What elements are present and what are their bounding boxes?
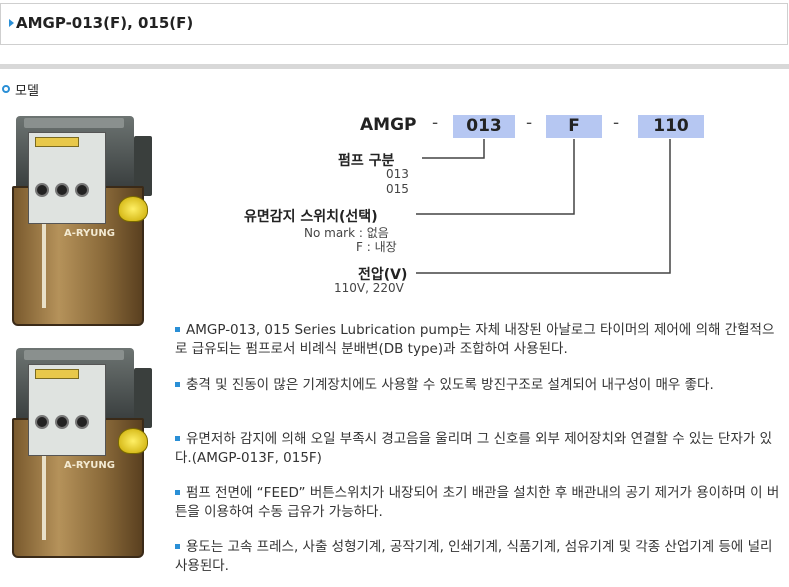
feature-text: 용도는 고속 프레스, 사출 성형기계, 공작기계, 인쇄기계, 식품기계, 섬… xyxy=(175,539,773,574)
code-box-pump-type: 013 xyxy=(453,115,515,138)
pump-logo-plate xyxy=(35,369,79,379)
pump-brand-text: A-RYUNG xyxy=(64,460,115,471)
connector-line-level-switch xyxy=(416,139,575,215)
pump-dial-icon xyxy=(35,415,49,429)
pump-control-panel xyxy=(28,364,106,456)
pump-brand-text: A-RYUNG xyxy=(64,228,115,239)
voltage-values: 110V, 220V xyxy=(334,281,404,295)
feature-paragraph-2: 충격 및 진동이 많은 기계장치에도 사용할 수 있도록 방진구조로 설계되어 … xyxy=(175,376,781,395)
level-switch-option-1: No mark : 없음 xyxy=(304,226,389,240)
feature-paragraph-4: 펌프 전면에 “FEED” 버튼스위치가 내장되어 초기 배관을 설치한 후 배… xyxy=(175,484,781,522)
pump-dial-icon xyxy=(55,415,69,429)
circle-bullet-icon xyxy=(2,85,10,93)
feature-text: AMGP-013, 015 Series Lubrication pump는 자… xyxy=(175,322,775,357)
pump-dial-icon xyxy=(35,183,49,197)
diagram-lines xyxy=(416,139,671,274)
connector-line-voltage xyxy=(416,139,671,274)
square-bullet-icon xyxy=(175,543,180,549)
pump-side-connector xyxy=(134,136,152,196)
section-label: 모델 xyxy=(15,84,39,99)
pump-dial-icon xyxy=(55,183,69,197)
code-box-voltage: 110 xyxy=(638,115,704,138)
model-code-diagram: AMGP - 013 - F - 110 펌프 구분 013 015 유면감지 … xyxy=(244,113,704,295)
level-switch-title: 유면감지 스위치(선택) xyxy=(244,209,378,225)
pump-image-2: A-RYUNG xyxy=(8,348,160,558)
pump-side-connector xyxy=(134,368,152,428)
pump-dial-icon xyxy=(75,415,89,429)
voltage-title: 전압(V) xyxy=(358,267,408,283)
model-prefix: AMGP xyxy=(360,115,417,135)
feature-paragraph-1: AMGP-013, 015 Series Lubrication pump는 자… xyxy=(175,321,781,359)
feature-text: 유면저하 감지에 의해 오일 부족시 경고음을 울리며 그 신호를 외부 제어장… xyxy=(175,431,773,466)
title-box: AMGP-013(F), 015(F) xyxy=(0,3,788,45)
square-bullet-icon xyxy=(175,381,180,387)
square-bullet-icon xyxy=(175,489,180,495)
code-box-level-switch: F xyxy=(546,115,602,138)
feature-text: 충격 및 진동이 많은 기계장치에도 사용할 수 있도록 방진구조로 설계되어 … xyxy=(186,377,714,393)
dash-separator: - xyxy=(613,113,620,133)
square-bullet-icon xyxy=(175,435,180,441)
feature-text: 펌프 전면에 “FEED” 버튼스위치가 내장되어 초기 배관을 설치한 후 배… xyxy=(175,485,780,520)
pump-level-scale xyxy=(42,202,46,308)
dash-separator: - xyxy=(432,113,439,133)
pump-cap-top xyxy=(24,350,124,360)
pump-dial-icon xyxy=(75,183,89,197)
arrow-right-icon xyxy=(9,19,14,27)
pump-level-scale xyxy=(42,434,46,540)
pump-image-1: A-RYUNG xyxy=(8,116,160,326)
pump-control-panel xyxy=(28,132,106,224)
pump-type-value-2: 015 xyxy=(386,182,409,196)
connector-line-pump-type xyxy=(422,139,485,159)
pump-cap-top xyxy=(24,118,124,128)
divider-bar xyxy=(0,64,789,69)
feature-paragraph-5: 용도는 고속 프레스, 사출 성형기계, 공작기계, 인쇄기계, 식품기계, 섬… xyxy=(175,538,781,576)
level-switch-option-2: F : 내장 xyxy=(356,240,397,254)
page-title: AMGP-013(F), 015(F) xyxy=(16,14,194,32)
pump-fill-cap-icon xyxy=(118,196,148,222)
pump-fill-cap-icon xyxy=(118,428,148,454)
pump-type-title: 펌프 구분 xyxy=(338,153,395,169)
dash-separator: - xyxy=(526,113,533,133)
square-bullet-icon xyxy=(175,326,180,332)
pump-logo-plate xyxy=(35,137,79,147)
feature-paragraph-3: 유면저하 감지에 의해 오일 부족시 경고음을 울리며 그 신호를 외부 제어장… xyxy=(175,430,781,468)
pump-type-value-1: 013 xyxy=(386,167,409,181)
